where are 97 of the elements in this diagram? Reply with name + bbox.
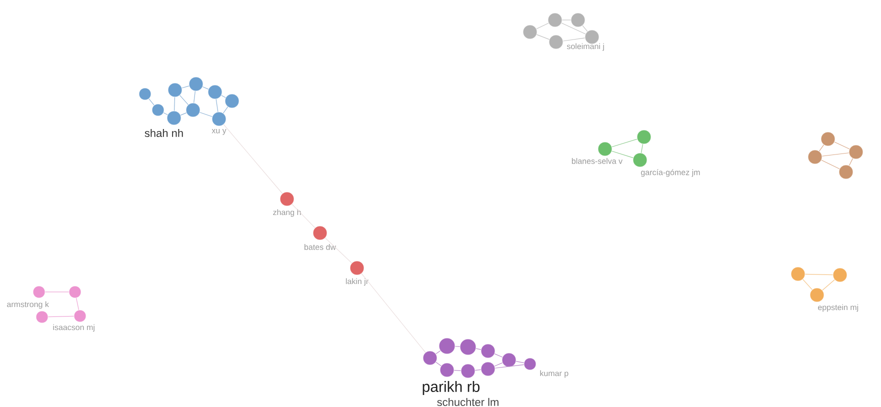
- link-line: [476, 348, 482, 350]
- link-line: [612, 138, 638, 148]
- link-line: [494, 354, 503, 358]
- node-label: xu y: [212, 129, 226, 135]
- author-node: kumar p: [524, 358, 568, 378]
- node-label: bates dw: [304, 244, 336, 250]
- link-line: [48, 316, 74, 318]
- author-node: armstrong k: [7, 301, 49, 324]
- author-circle: [808, 150, 822, 164]
- author-circle: [522, 24, 538, 40]
- link-line: [834, 142, 850, 150]
- link-line: [436, 350, 441, 354]
- node-label: armstrong k: [7, 301, 49, 309]
- author-circle: [188, 76, 204, 92]
- author-circle: [502, 352, 516, 368]
- author-node: lakin jr: [346, 260, 368, 286]
- link-line: [454, 346, 460, 347]
- author-circle: [832, 268, 848, 282]
- link-line: [494, 364, 524, 368]
- author-circle: [838, 164, 854, 180]
- author-circle: [848, 144, 864, 160]
- link-line: [163, 112, 168, 116]
- link-line: [848, 158, 854, 166]
- author-circle: [480, 362, 496, 376]
- author-circle: [224, 94, 240, 108]
- author-node: soleimani j: [548, 34, 604, 51]
- author-circle: [584, 30, 600, 44]
- node-label: eppstein mj: [818, 304, 858, 312]
- link-line: [818, 144, 824, 152]
- author-circle: [168, 82, 182, 98]
- link-line: [292, 204, 316, 228]
- link-line: [821, 160, 840, 170]
- link-line: [148, 98, 154, 106]
- node-label: isaacson mj: [53, 324, 94, 332]
- link-line: [200, 112, 212, 117]
- link-line: [174, 96, 176, 112]
- link-line: [221, 95, 226, 98]
- link-line: [474, 369, 482, 371]
- link-line: [361, 273, 426, 353]
- link-line: [804, 274, 834, 276]
- author-circle: [208, 84, 222, 100]
- author-node: bates dw: [304, 226, 336, 250]
- author-node: isaacson mj: [53, 310, 94, 332]
- node-label: kumar p: [540, 370, 568, 378]
- link-line: [76, 298, 80, 310]
- link-line: [454, 370, 462, 371]
- link-line: [536, 22, 549, 30]
- author-node: eppstein mj: [810, 288, 858, 312]
- node-label: soleimani j: [566, 43, 604, 51]
- node-label: lakin jr: [346, 278, 368, 286]
- author-circle: [548, 12, 562, 28]
- author-circle: [152, 104, 164, 116]
- author-node: blanes-selva v: [572, 142, 623, 164]
- link-line: [436, 362, 442, 366]
- author-circle: [186, 102, 200, 118]
- author-node: shah nh: [144, 110, 183, 138]
- link-line: [180, 95, 188, 105]
- link-line: [222, 106, 228, 114]
- link-line: [223, 124, 283, 194]
- author-circle: [438, 338, 456, 354]
- link-line: [582, 25, 588, 32]
- author-circle: [32, 286, 46, 298]
- author-circle: [790, 266, 806, 282]
- link-line: [562, 38, 586, 42]
- author-circle: [636, 130, 652, 144]
- link-line: [180, 112, 187, 116]
- link-line: [516, 361, 524, 364]
- link-line: [182, 86, 190, 88]
- node-label: garcía-gómez jm: [641, 169, 700, 177]
- link-line: [536, 34, 550, 40]
- node-label: schuchter lm: [437, 398, 498, 406]
- author-node: parikh rb: [422, 362, 480, 395]
- link-line: [640, 144, 644, 154]
- author-circle: [570, 12, 586, 28]
- author-circle: [820, 132, 836, 146]
- author-node: garcía-gómez jm: [632, 152, 700, 177]
- link-line: [612, 150, 634, 158]
- node-label: shah nh: [144, 128, 183, 138]
- author-circle: [138, 88, 152, 100]
- node-label: zhang h: [273, 209, 301, 217]
- link-line: [561, 22, 586, 34]
- link-line: [324, 238, 352, 264]
- link-line: [822, 279, 835, 291]
- author-circle: [422, 350, 438, 366]
- link-line: [822, 152, 850, 156]
- link-line: [194, 90, 196, 104]
- link-line: [202, 86, 209, 90]
- link-line: [216, 98, 218, 112]
- node-label: blanes-selva v: [572, 158, 623, 164]
- link-line: [802, 279, 812, 290]
- author-circle: [68, 286, 82, 298]
- author-circle: [460, 338, 476, 356]
- node-label: parikh rb: [422, 380, 480, 395]
- link-line: [494, 362, 503, 366]
- author-node: xu y: [212, 112, 226, 135]
- author-circle: [480, 344, 496, 358]
- author-node: zhang h: [273, 192, 301, 217]
